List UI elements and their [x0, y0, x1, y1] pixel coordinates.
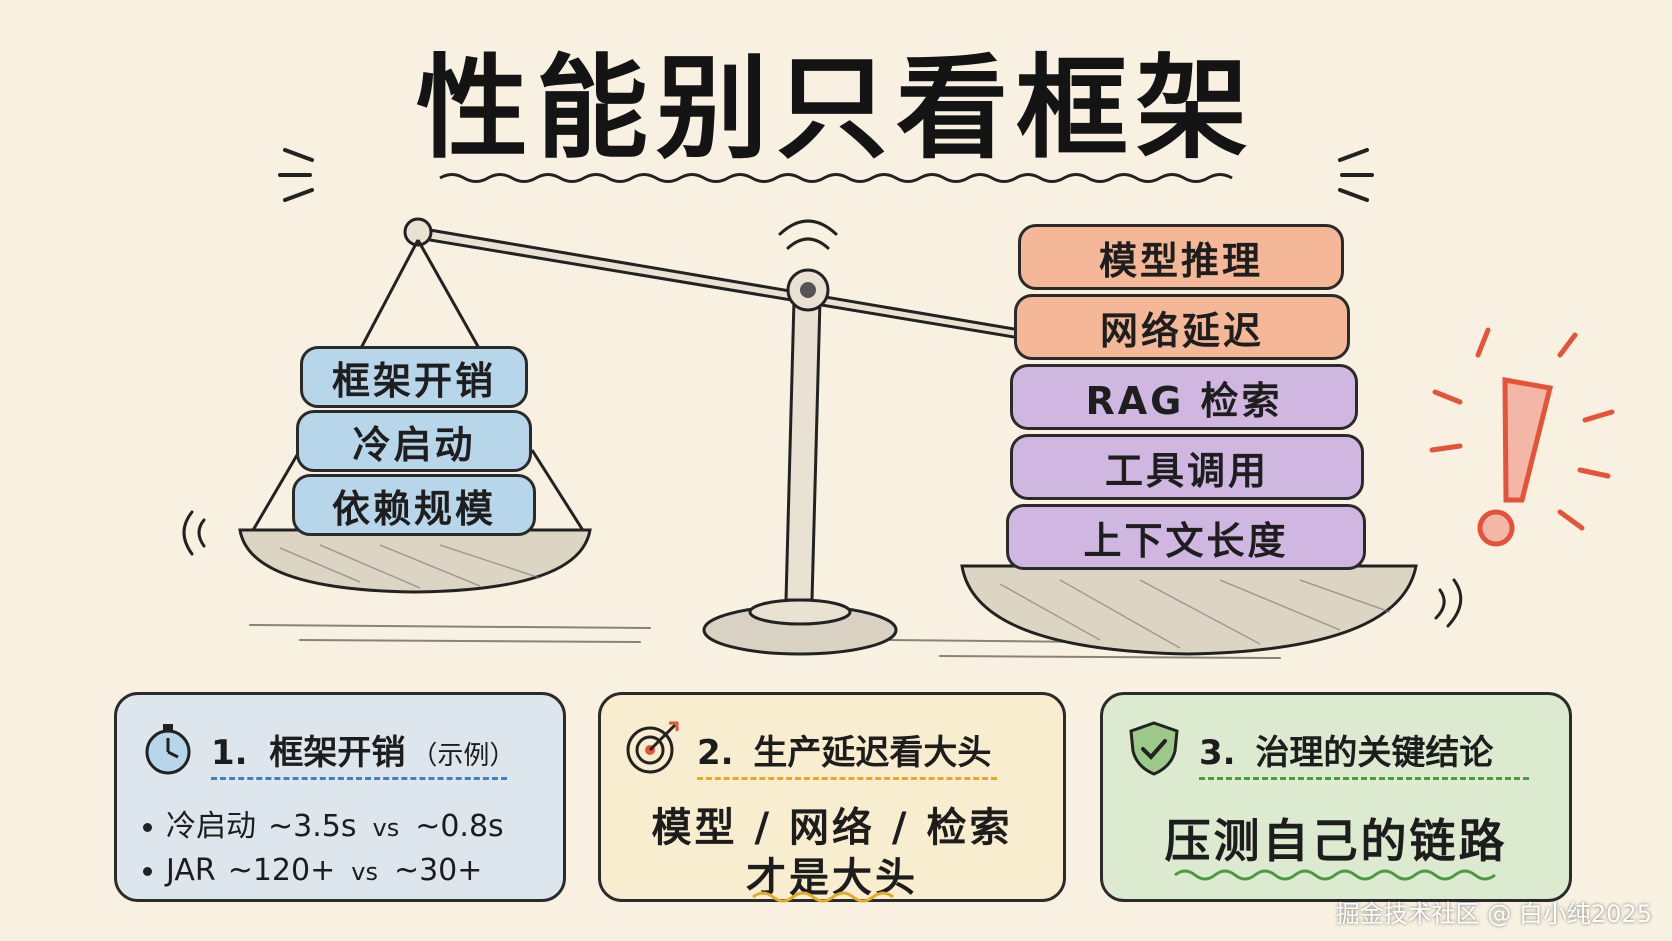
card-1-number: 1. [211, 733, 248, 773]
card-production-latency: 2. 生产延迟看大头 模型 / 网络 / 检索 才是大头 [598, 692, 1066, 903]
shield-check-icon [1129, 721, 1179, 776]
card-3-wavy-underline [1174, 869, 1496, 881]
card-framework-overhead: 1. 框架开销（示例） 冷启动 ~3.5s vs ~0.8s JAR ~120+ vs ~3… [114, 692, 566, 902]
card-1-title: 框架开销 [269, 733, 406, 773]
row-vs: vs [351, 858, 378, 886]
right-block-tool-call: 工具调用 [1010, 434, 1364, 500]
card-3-line-1: 压测自己的链路 [1164, 814, 1508, 868]
right-block-context-length: 上下文长度 [1006, 504, 1366, 570]
row-label: 冷启动 [166, 809, 256, 844]
right-block-rag-retrieval: RAG 检索 [1010, 364, 1358, 430]
beam-left-end [403, 217, 433, 247]
left-block-dependency-size: 依赖规模 [292, 474, 536, 536]
title-underline [439, 173, 1233, 183]
scale-pole [784, 298, 822, 602]
left-pan [238, 528, 592, 594]
row-vs: vs [372, 814, 400, 842]
card-1-underline [211, 777, 507, 780]
card-2-title: 生产延迟看大头 [753, 733, 992, 773]
left-block-framework-overhead: 框架开销 [300, 346, 528, 408]
card-1-heading: 1. 框架开销（示例） [211, 725, 515, 774]
page-title: 性能别只看框架 [416, 44, 1256, 174]
card-2-heading: 2. 生产延迟看大头 [697, 725, 991, 774]
card-1-subtitle: （示例） [411, 741, 516, 771]
stopwatch-icon [145, 724, 191, 775]
row-value-b: ~0.8s [415, 809, 504, 844]
right-block-network-latency: 网络延迟 [1014, 294, 1350, 360]
left-block-cold-start: 冷启动 [296, 410, 532, 472]
title-emphasis-marks [278, 148, 1374, 202]
card-governance-conclusion: 3. 治理的关键结论 压测自己的链路 [1100, 692, 1572, 902]
row-value-a: ~120+ [227, 853, 336, 888]
watermark: 掘金技术社区 @ 白小纯2025 [1335, 900, 1652, 928]
card-2-number: 2. [697, 733, 734, 773]
card-3-number: 3. [1199, 733, 1236, 773]
card-3-underline [1199, 777, 1529, 780]
card-2-wavy-underline [752, 891, 894, 903]
row-value-a: ~3.5s [268, 809, 357, 844]
card-3-title: 治理的关键结论 [1255, 733, 1494, 773]
card-2-underline [697, 777, 997, 780]
row-value-b: ~30+ [393, 853, 483, 888]
card-1-row-jar: JAR ~120+ vs ~30+ [143, 853, 482, 888]
warning-exclamation-icon [1429, 327, 1615, 547]
card-1-row-cold-start: 冷启动 ~3.5s vs ~0.8s [143, 801, 504, 845]
scale-beam [416, 226, 1022, 340]
card-2-line-1: 模型 / 网络 / 检索 [651, 805, 1013, 851]
card-3-heading: 3. 治理的关键结论 [1199, 725, 1493, 774]
row-label: JAR [166, 853, 216, 888]
target-icon [626, 721, 679, 774]
right-block-model-inference: 模型推理 [1018, 224, 1344, 290]
